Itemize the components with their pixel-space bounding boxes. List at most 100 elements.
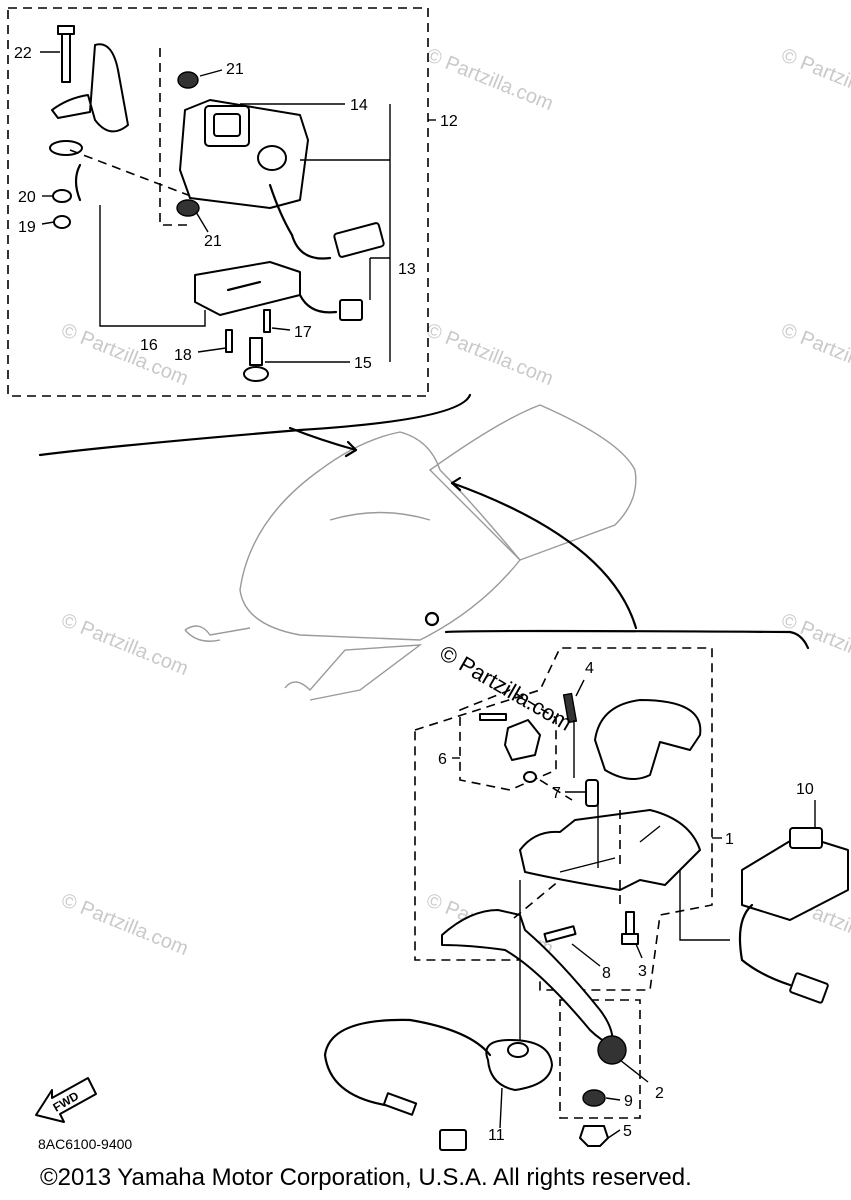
throttle-housing-14 (179, 99, 309, 237)
nut-5 (579, 1125, 609, 1147)
callout-labels: 1 2 3 4 5 6 7 8 9 10 11 12 13 14 15 16 1… (14, 45, 814, 1144)
leader-16 (99, 205, 206, 327)
callout-17: 17 (294, 324, 312, 341)
screw-18 (225, 329, 233, 353)
leader-3 (635, 943, 643, 959)
snowmobile-body (239, 431, 521, 641)
assembly-dash-lower (513, 779, 621, 919)
grommet-21-top (177, 71, 199, 89)
pin-4 (562, 692, 578, 724)
parts-5-9-border (559, 999, 641, 1119)
clamp-wire (74, 163, 82, 202)
leader-19 (41, 221, 55, 225)
lower-assembly (323, 647, 849, 1151)
callout-4: 4 (585, 660, 594, 677)
washer-9 (582, 1089, 606, 1107)
washer-19 (53, 215, 71, 229)
diagram-code: 8AC6100-9400 (38, 1136, 133, 1152)
lever-ball-end (597, 1035, 627, 1065)
collar-7 (585, 779, 599, 807)
assembly-link-line (519, 800, 730, 1040)
brake-switch-11 (323, 1018, 553, 1151)
callout-6: 6 (438, 751, 447, 768)
callout-16: 16 (140, 337, 158, 354)
leader-21a (199, 69, 223, 77)
leader-11 (499, 1087, 503, 1129)
snowmobile-overview (184, 404, 810, 701)
callout-22: 22 (14, 45, 32, 62)
grip-heater-unit-10 (738, 827, 849, 1004)
washer-20 (52, 189, 72, 203)
watermark: © Partzilla.com (423, 319, 556, 390)
lever-holder-detail (559, 825, 661, 873)
screw-15 (243, 337, 269, 382)
watermark: © Partzilla.com (58, 319, 191, 390)
watermark: © Partzilla.com (58, 889, 191, 960)
connector-13 (290, 222, 385, 260)
callout-3: 3 (638, 963, 647, 980)
callout-18: 18 (174, 347, 192, 364)
alignment-dash-upper (69, 48, 189, 226)
leader-2 (619, 1059, 649, 1083)
callout-15: 15 (354, 355, 372, 372)
leader-13 (369, 257, 390, 300)
pointer-arrow-lower (450, 481, 638, 630)
leader-14 (240, 103, 391, 362)
screw-17 (263, 309, 271, 333)
leader-8 (571, 943, 601, 967)
switch-6 (479, 713, 541, 783)
inset-pointer-line (38, 393, 472, 457)
callout-1: 1 (725, 831, 734, 848)
leader-17 (271, 327, 291, 331)
watermark: © Partzilla.com (58, 609, 191, 680)
callout-2: 2 (655, 1085, 664, 1102)
watermark: © Partzilla.com (778, 609, 851, 680)
callout-19: 19 (18, 219, 36, 236)
callout-5: 5 (623, 1123, 632, 1140)
leader-9 (605, 1097, 621, 1101)
grip-cover (594, 699, 702, 780)
callout-11: 11 (488, 1127, 505, 1144)
upper-inset (7, 7, 472, 457)
snowmobile-seat (428, 404, 637, 561)
base-plate-16 (194, 261, 301, 316)
callout-8: 8 (602, 965, 611, 982)
copyright-notice: ©2013 Yamaha Motor Corporation, U.S.A. A… (40, 1164, 692, 1191)
inset-border (7, 7, 429, 397)
lever-holder (519, 809, 701, 891)
pointer-arrowhead-upper (344, 440, 358, 458)
watermark: © Partzilla.com (778, 319, 851, 390)
watermark: © Partzilla.com (423, 44, 556, 115)
callout-14: 14 (350, 97, 368, 114)
callout-21-top: 21 (226, 61, 244, 78)
ski-right (284, 644, 423, 701)
snowmobile-hood-line (329, 511, 431, 521)
leader-18 (197, 347, 227, 353)
callout-12: 12 (440, 113, 458, 130)
callout-20: 20 (18, 189, 36, 206)
locator-dot (424, 611, 440, 627)
pointer-arrowhead-lower (450, 476, 462, 492)
ski-left (184, 625, 251, 642)
callout-10: 10 (796, 781, 814, 798)
lower-callout-curve (444, 629, 810, 650)
grommet-21-bottom (176, 199, 200, 217)
connector-15 (298, 293, 363, 321)
leader-21b (195, 211, 209, 233)
watermark-layer: © Partzilla.com © Partzilla.com © Partzi… (58, 44, 851, 960)
bolt-3 (621, 911, 639, 945)
screw-8 (543, 925, 577, 943)
throttle-clamp-bracket (51, 43, 129, 133)
pointer-arrow-upper (288, 426, 358, 452)
watermark: © Partzilla.com (778, 44, 851, 115)
leader-4 (573, 679, 585, 778)
callout-9: 9 (624, 1093, 633, 1110)
leader-5 (607, 1129, 621, 1139)
part-6-border (459, 689, 557, 791)
callout-7: 7 (552, 785, 561, 802)
callout-13: 13 (398, 261, 416, 278)
fwd-arrow-icon: FWD (35, 1077, 97, 1123)
callout-21-bottom: 21 (204, 233, 222, 250)
bolt-22 (57, 25, 75, 83)
